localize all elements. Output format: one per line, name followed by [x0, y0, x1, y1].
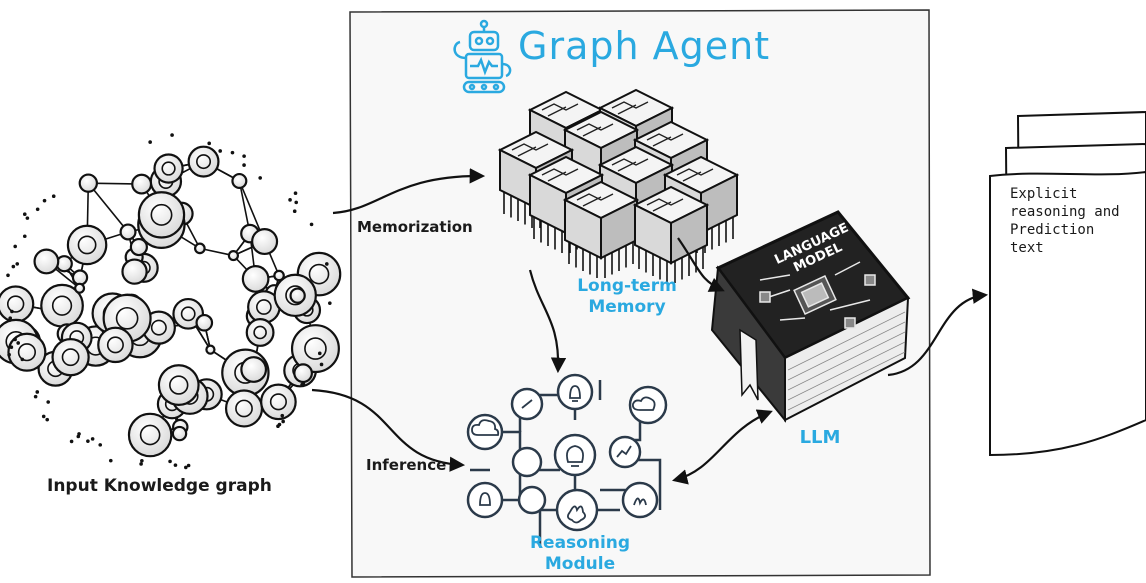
memory-blocks-illustration — [497, 88, 740, 283]
long-term-memory-line2: Memory — [588, 297, 666, 317]
reasoning-network-illustration — [466, 373, 668, 545]
arrow-llm-to-output — [887, 288, 989, 377]
output-document-text: Explicit reasoning and Prediction text — [1010, 186, 1120, 256]
arrow-graph-to-reasoning — [311, 388, 466, 472]
arrow-graph-to-memory — [332, 168, 486, 215]
language-model-book-illustration — [710, 210, 911, 423]
knowledge-graph-illustration — [0, 133, 342, 470]
arrow-memory-to-llm — [677, 237, 725, 292]
reasoning-module-label: Reasoning Module — [520, 533, 640, 575]
reasoning-module-line1: Reasoning — [529, 533, 631, 553]
diagram-title: Graph Agent — [518, 24, 771, 68]
memorization-label: Memorization — [357, 218, 473, 236]
arrow-llm-reasoning — [672, 409, 773, 485]
flow-arrows — [311, 168, 989, 485]
reasoning-module-line2: Module — [544, 554, 616, 574]
long-term-memory-line1: Long-term — [577, 276, 677, 296]
inference-label: Inference — [366, 456, 447, 474]
input-graph-label: Input Knowledge graph — [47, 476, 272, 496]
llm-label: LLM — [799, 427, 841, 448]
robot-icon — [453, 19, 512, 94]
long-term-memory-label: Long-term Memory — [562, 276, 692, 318]
arrow-memory-to-reasoning — [528, 269, 567, 374]
document-stack-icon — [989, 110, 1146, 457]
